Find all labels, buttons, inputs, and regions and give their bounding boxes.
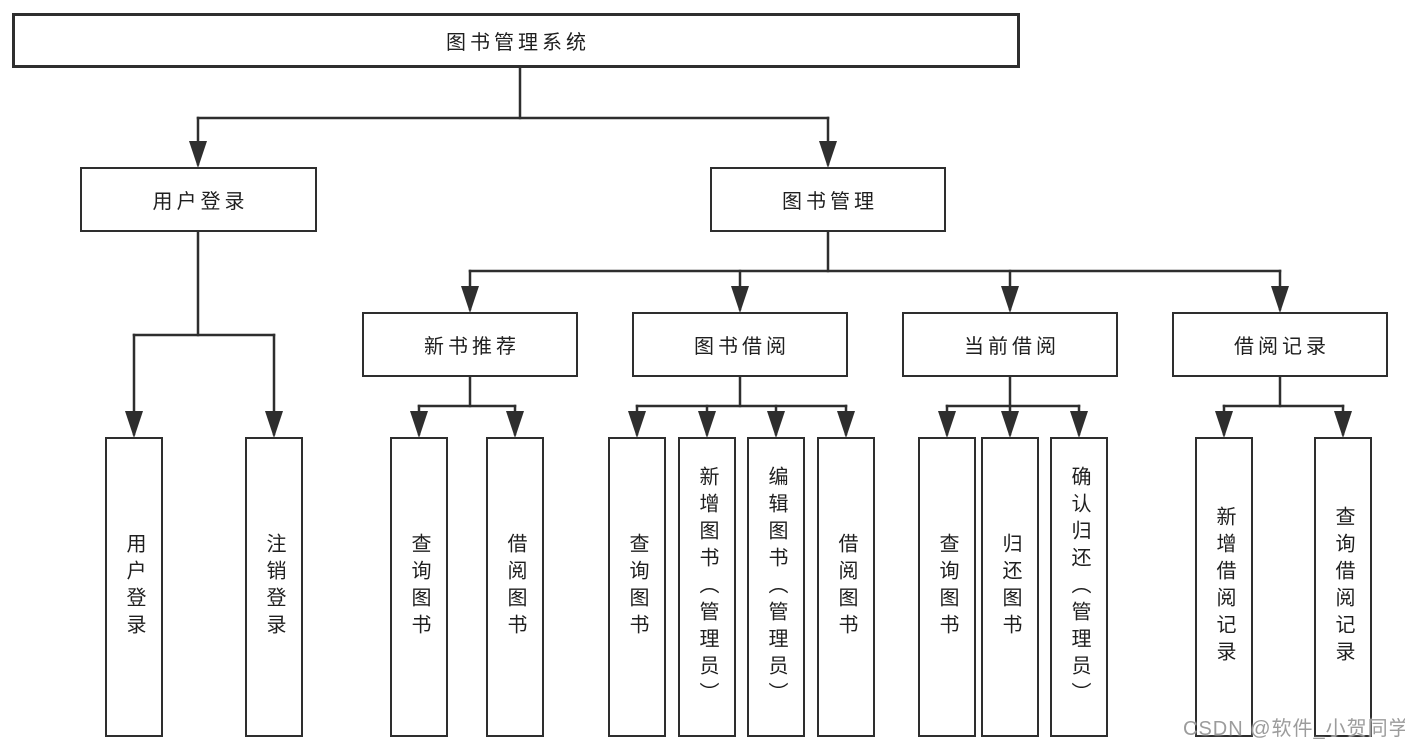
node-borrow-record: 借阅记录 — [1172, 312, 1388, 377]
node-book-borrow: 图书借阅 — [632, 312, 848, 377]
leaf-bb-borrow-book: 借阅图书 — [817, 437, 875, 737]
leaf-label: 查询图书 — [626, 533, 648, 641]
leaf-label: 新增图书（管理员） — [696, 465, 718, 709]
leaf-logout: 注销登录 — [245, 437, 303, 737]
node-borrow-record-label: 借阅记录 — [1234, 336, 1330, 358]
leaf-br-query-borrow-record: 查询借阅记录 — [1314, 437, 1372, 737]
leaf-user-login: 用户登录 — [105, 437, 163, 737]
node-user-login: 用户登录 — [80, 167, 317, 232]
leaf-cb-confirm-return-admin: 确认归还（管理员） — [1050, 437, 1108, 737]
leaf-br-add-borrow-record: 新增借阅记录 — [1195, 437, 1253, 737]
leaf-nbr-query-book: 查询图书 — [390, 437, 448, 737]
leaf-label: 借阅图书 — [835, 533, 857, 641]
node-user-login-label: 用户登录 — [152, 191, 249, 213]
leaf-label: 编辑图书（管理员） — [765, 465, 787, 709]
leaf-label: 用户登录 — [123, 533, 145, 641]
leaf-nbr-borrow-book: 借阅图书 — [486, 437, 544, 737]
node-current-borrow: 当前借阅 — [902, 312, 1118, 377]
node-root-label: 图书管理系统 — [446, 32, 590, 54]
leaf-label: 归还图书 — [999, 533, 1021, 641]
node-root: 图书管理系统 — [12, 13, 1020, 68]
node-book-borrow-label: 图书借阅 — [694, 336, 790, 358]
leaf-cb-return-book: 归还图书 — [981, 437, 1039, 737]
csdn-watermark: CSDN @软件_小贺同学 — [1183, 718, 1405, 740]
leaf-bb-add-book-admin: 新增图书（管理员） — [678, 437, 736, 737]
node-new-book-rec: 新书推荐 — [362, 312, 578, 377]
leaf-label: 借阅图书 — [504, 533, 526, 641]
leaf-cb-query-book: 查询图书 — [918, 437, 976, 737]
leaf-label: 查询图书 — [408, 533, 430, 641]
leaf-bb-query-book: 查询图书 — [608, 437, 666, 737]
node-book-mgmt: 图书管理 — [710, 167, 946, 232]
leaf-label: 查询图书 — [936, 533, 958, 641]
leaf-label: 确认归还（管理员） — [1068, 465, 1090, 709]
leaf-label: 查询借阅记录 — [1332, 506, 1354, 668]
leaf-label: 新增借阅记录 — [1213, 506, 1235, 668]
leaf-label: 注销登录 — [263, 533, 285, 641]
node-new-book-rec-label: 新书推荐 — [424, 336, 520, 358]
node-book-mgmt-label: 图书管理 — [782, 191, 878, 213]
node-current-borrow-label: 当前借阅 — [964, 336, 1060, 358]
leaf-bb-edit-book-admin: 编辑图书（管理员） — [747, 437, 805, 737]
